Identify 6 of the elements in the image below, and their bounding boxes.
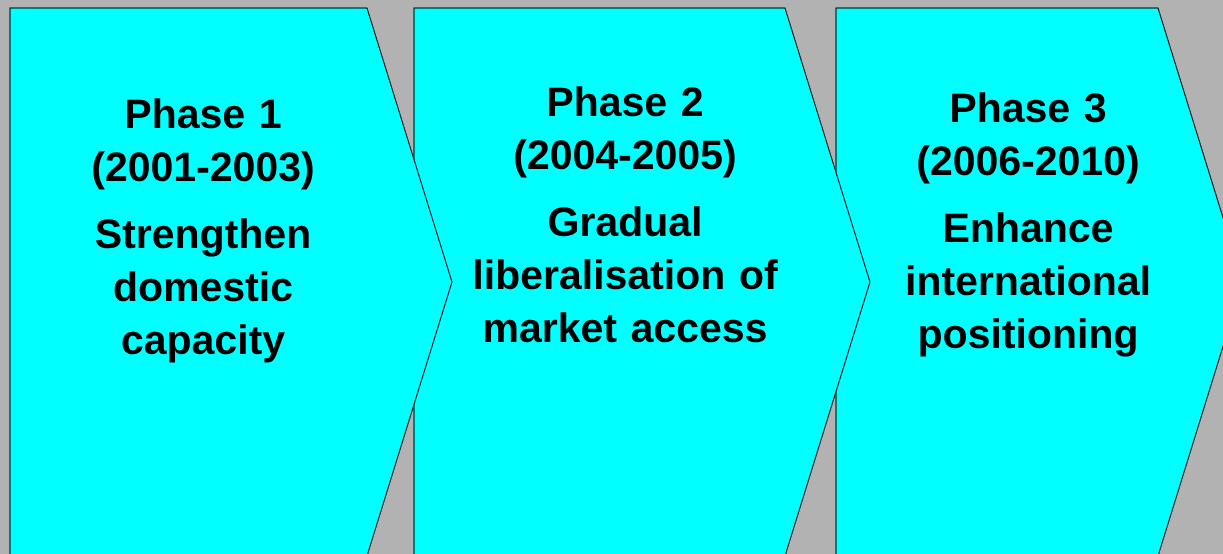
node-label: Phase 2 (2004-2005) [515,86,735,178]
node-label: Phase 1 (2001-2003) [93,98,313,190]
chevron-box: Phase 1 (2001-2003) Strengthen domestic capacity [9,7,453,554]
node-label: Gradual liberalisation of market access [475,206,778,343]
chevron-box: Phase 3 (2006-2010) Enhance international positioning [835,7,1223,554]
node-label: Strengthen domestic capacity [95,218,309,363]
